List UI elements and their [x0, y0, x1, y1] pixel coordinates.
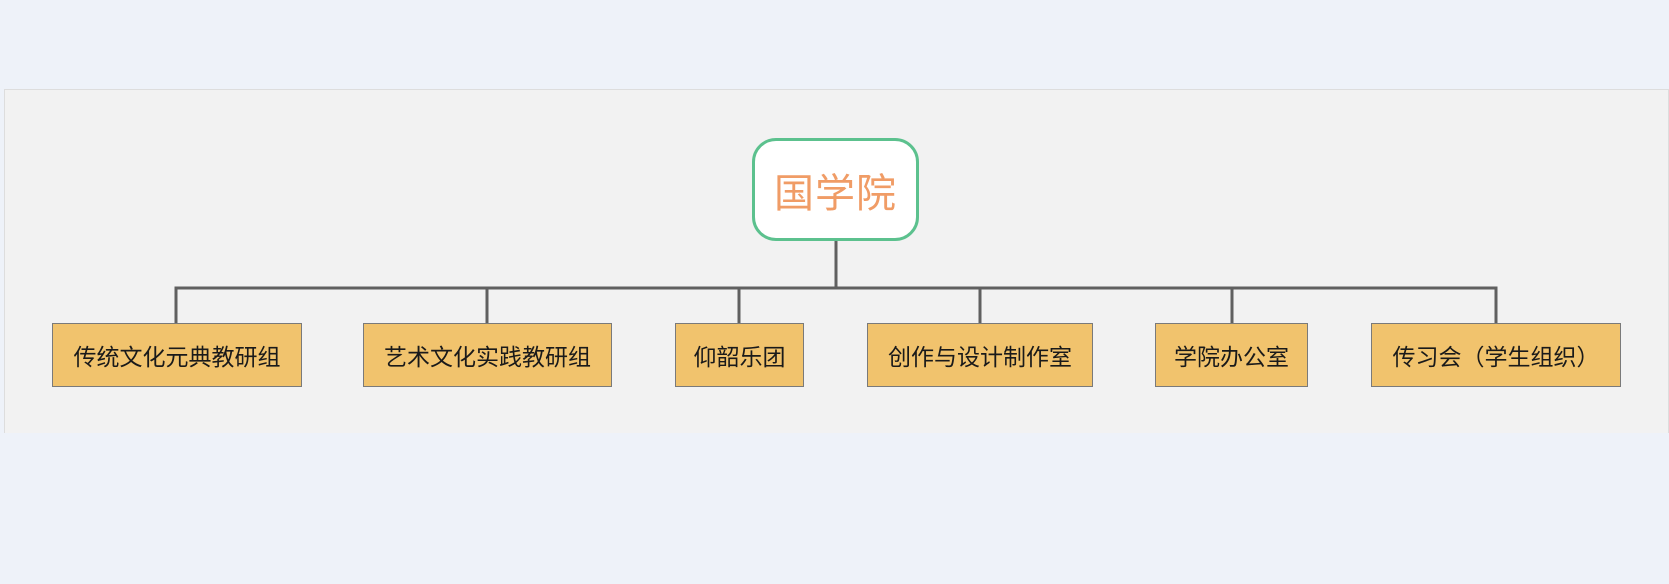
child-node-label: 学院办公室 — [1174, 345, 1289, 371]
child-node-5: 学院办公室 — [1155, 323, 1308, 387]
child-node-label: 传习会（学生组织） — [1392, 345, 1600, 371]
child-node-3: 仰韶乐团 — [675, 323, 804, 387]
child-node-label: 创作与设计制作室 — [888, 345, 1072, 371]
child-node-label: 艺术文化实践教研组 — [384, 345, 591, 371]
child-node-6: 传习会（学生组织） — [1371, 323, 1621, 387]
root-node: 国学院 — [752, 138, 919, 241]
child-node-4: 创作与设计制作室 — [867, 323, 1093, 387]
child-node-1: 传统文化元典教研组 — [52, 323, 302, 387]
root-node-label: 国学院 — [774, 170, 897, 217]
child-node-label: 传统文化元典教研组 — [73, 345, 281, 371]
child-node-2: 艺术文化实践教研组 — [363, 323, 612, 387]
child-node-label: 仰韶乐团 — [693, 345, 786, 371]
